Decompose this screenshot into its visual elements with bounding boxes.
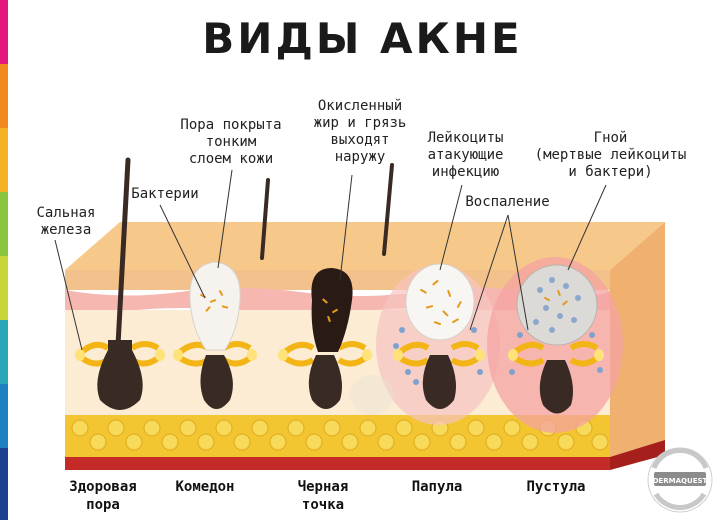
caption-blackhead: Черная точка <box>297 479 349 513</box>
comedone <box>173 261 257 409</box>
healthy-pore <box>75 157 165 410</box>
stripe-segment <box>0 0 8 64</box>
hair <box>382 163 394 256</box>
fat-cells <box>71 419 609 451</box>
stripe-segment <box>0 64 8 128</box>
stripe-segment <box>0 256 8 320</box>
caption-healthy-pore: Здоровая пора <box>69 479 137 513</box>
caption-comedone: Комедон <box>175 479 235 495</box>
leader-lines <box>54 169 607 351</box>
label-oxidized: Окисленный жир и грязь выходят наружу <box>313 98 407 165</box>
stripe-segment <box>0 128 8 192</box>
muscle-layer <box>65 457 610 470</box>
pustule <box>508 264 604 414</box>
stripe-segment <box>0 192 8 256</box>
blackhead <box>278 268 394 415</box>
label-pus: Гной (мертвые лейкоциты и бактери) <box>534 130 687 180</box>
label-inflammation: Воспаление <box>465 194 550 210</box>
svg-text:DERMAQUEST: DERMAQUEST <box>653 477 708 485</box>
muscle-side <box>610 440 665 470</box>
stripe-segment <box>0 448 8 520</box>
label-pore-covered: Пора покрыта тонким слоем кожи <box>180 117 282 167</box>
caption-papule: Папула <box>411 479 463 495</box>
hair <box>260 178 270 260</box>
caption-pustule: Пустула <box>526 479 586 495</box>
color-stripe <box>0 0 8 520</box>
page-title: ВИДЫ АКНЕ <box>202 14 523 63</box>
dermaquest-seal: DERMAQUEST <box>647 447 713 513</box>
label-leukocytes: Лейкоциты атакующие инфекцию <box>427 130 504 180</box>
label-sebaceous-gland: Сальная железа <box>36 205 96 238</box>
skin-side-face <box>610 222 665 470</box>
papule <box>393 263 485 409</box>
stripe-segment <box>0 320 8 384</box>
label-bacteria: Бактерии <box>131 186 199 202</box>
stripe-segment <box>0 384 8 448</box>
